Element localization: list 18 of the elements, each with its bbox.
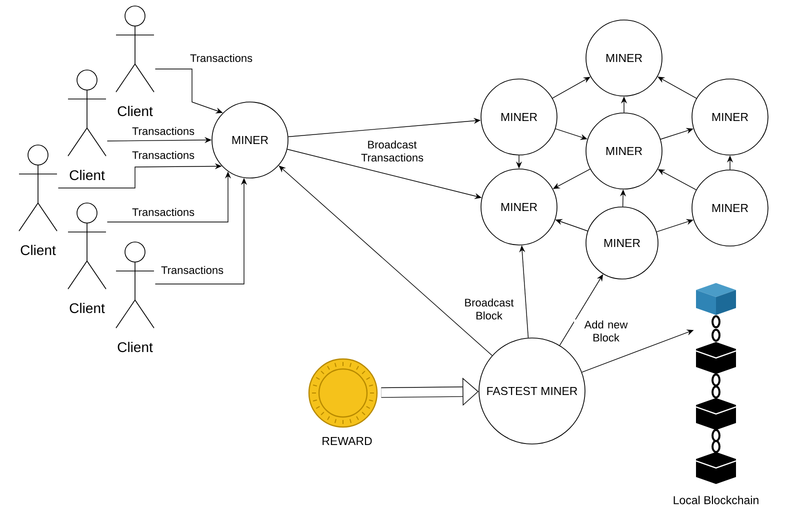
picture-caption: REWARD — [322, 437, 372, 445]
person-label: Client — [118, 342, 153, 352]
edge-label: Add new Block — [574, 319, 638, 343]
person-label: Client — [20, 244, 56, 256]
person-label: Client — [118, 106, 153, 116]
arrow — [658, 76, 697, 99]
person-label: Client — [70, 170, 105, 180]
edge-label: Transactions — [131, 150, 195, 160]
edge-label: Transactions — [189, 52, 253, 64]
picture-caption: Local Blockchain — [674, 496, 758, 504]
person-label: Client — [70, 302, 105, 314]
edge-label: Transactions — [160, 264, 224, 276]
edge-label: Broadcast Block — [457, 297, 521, 321]
blockchain-drawing — [696, 283, 736, 484]
coin-drawing — [308, 358, 378, 428]
edge-label: Transactions — [131, 206, 195, 218]
edge-label: Transactions — [131, 126, 195, 136]
edge-label: Broadcast Transactions — [360, 139, 424, 163]
